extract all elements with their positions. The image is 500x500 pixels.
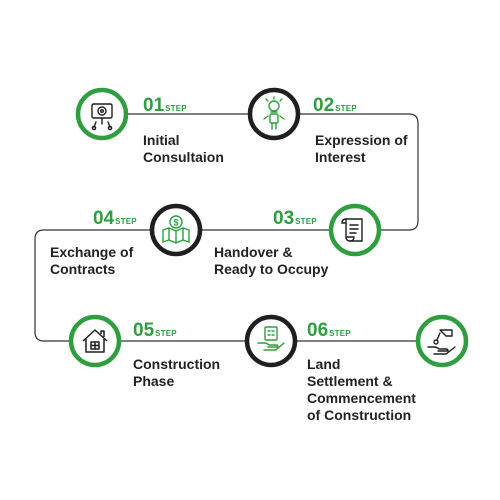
connector-lines — [34, 113, 419, 342]
step-6-title: Land Settlement & Commencement of Constr… — [307, 356, 416, 423]
step-2-node — [247, 87, 301, 141]
document-scroll-icon — [341, 218, 363, 242]
step-5-node — [68, 314, 122, 368]
step-1-number: 01STEP — [143, 95, 187, 116]
step-3-node — [328, 203, 382, 257]
connector-right-turn — [380, 113, 419, 231]
connector-left-turn — [34, 229, 150, 342]
step-7-node — [415, 314, 469, 368]
step-3-number: 03STEP — [273, 208, 317, 229]
step-4-title: Exchange of Contracts — [50, 244, 134, 277]
step-6-number: 06STEP — [307, 320, 351, 341]
money-map-icon — [162, 215, 190, 244]
hand-key-icon — [427, 329, 456, 355]
step-6-node — [244, 314, 298, 368]
person-idea-icon — [263, 96, 285, 130]
step-2-number: 02STEP — [313, 95, 357, 116]
consultation-icon — [91, 103, 113, 131]
house-icon — [82, 329, 108, 353]
step-5-number: 05STEP — [133, 320, 177, 341]
hand-building-icon — [257, 326, 285, 351]
step-4-number: 04STEP — [93, 208, 137, 229]
step-3-title: Handover & Ready to Occupy — [214, 244, 329, 277]
step-1-node — [75, 87, 129, 141]
step-4-node: $ — [149, 203, 203, 257]
step-2-title: Expression of Interest — [315, 132, 408, 165]
dollar-sign: $ — [173, 218, 178, 228]
step-1-title: Initial Consultaion — [143, 132, 224, 165]
step-5-title: Construction Phase — [133, 356, 221, 389]
